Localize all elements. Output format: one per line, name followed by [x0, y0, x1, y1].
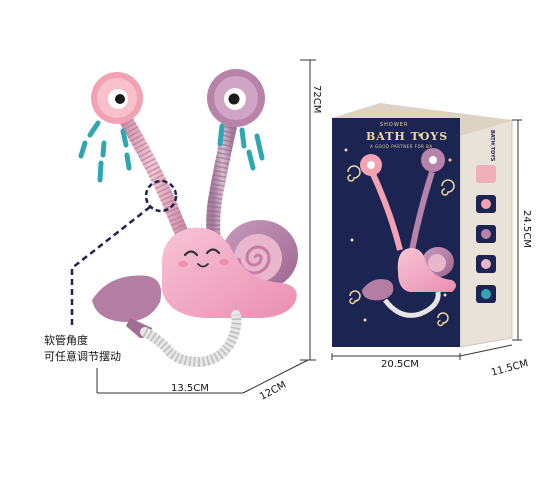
callout-line-1: 软管角度	[44, 334, 88, 347]
toy-dimension-lines	[96, 59, 316, 394]
box-title: BATH TOYS	[366, 130, 449, 143]
toy-illustration	[70, 69, 298, 368]
right-hose	[206, 111, 239, 247]
box-height-label: 24.5CM	[521, 210, 532, 248]
box-brand-small: SHOWER	[380, 122, 409, 128]
hand-shower-cup	[92, 275, 162, 338]
toy-width-label: 13.5CM	[171, 383, 209, 394]
white-tube	[140, 310, 242, 368]
left-hose	[113, 103, 192, 247]
box-decor-swirls	[347, 165, 455, 327]
box-side-title: BATH TOYS	[489, 130, 495, 162]
callout-line-2: 可任意调节摆动	[44, 350, 121, 363]
toy-height-label: 72CM	[311, 85, 322, 114]
water-drops-icon	[78, 120, 265, 183]
box-tagline: A GOOD PARTNER FOR BA	[370, 144, 433, 149]
right-eye-shower-head	[207, 69, 265, 127]
product-box	[332, 103, 513, 348]
box-snail-graphic	[360, 148, 456, 318]
box-dimension-lines	[331, 119, 522, 360]
hose-callout-marker	[70, 179, 178, 325]
left-eye-shower-head	[91, 72, 143, 124]
snail-body	[161, 227, 297, 318]
box-decor-stars	[344, 133, 452, 322]
box-width-label: 20.5CM	[381, 359, 419, 370]
